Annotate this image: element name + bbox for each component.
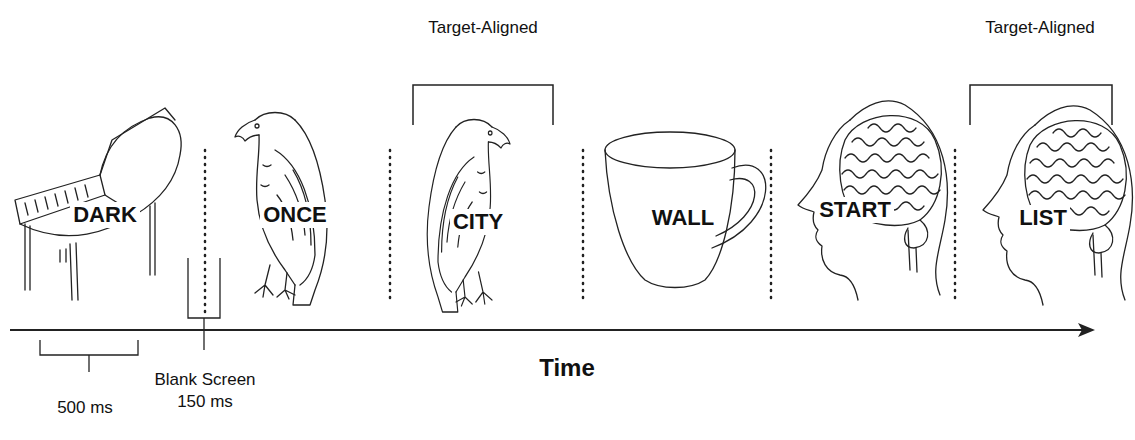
annotation-label: 500 ms bbox=[57, 397, 113, 419]
stimulus-panel: WALL bbox=[600, 125, 770, 290]
duration-brackets bbox=[40, 258, 220, 372]
stimulus-panel: LIST bbox=[975, 85, 1130, 305]
cup-drawing bbox=[605, 132, 766, 288]
trial-separators bbox=[205, 150, 955, 312]
time-axis bbox=[10, 323, 1095, 337]
annotation-label: Target-Aligned bbox=[428, 17, 538, 39]
piano-drawing bbox=[15, 108, 181, 300]
annotation-label: Time bbox=[539, 354, 595, 382]
stimulus-panel: ONCE bbox=[215, 105, 345, 305]
annotation-label: Blank Screen 150 ms bbox=[150, 369, 260, 413]
stimulus-word: WALL bbox=[649, 205, 717, 231]
brain-head-drawing bbox=[798, 101, 947, 300]
stimulus-panel: CITY bbox=[410, 112, 530, 312]
stimulus-word: LIST bbox=[1016, 205, 1070, 231]
stimulus-word: DARK bbox=[70, 202, 140, 228]
annotation-label: Target-Aligned bbox=[985, 17, 1095, 39]
stimulus-word: START bbox=[816, 197, 894, 223]
stimulus-panel: DARK bbox=[10, 105, 190, 305]
eagle-drawing bbox=[427, 120, 510, 313]
target-brackets bbox=[413, 85, 1112, 125]
stimulus-word: CITY bbox=[450, 209, 506, 235]
brain-head-drawing bbox=[983, 106, 1132, 305]
stimulus-word: ONCE bbox=[260, 202, 330, 228]
stimulus-panel: START bbox=[790, 80, 950, 300]
